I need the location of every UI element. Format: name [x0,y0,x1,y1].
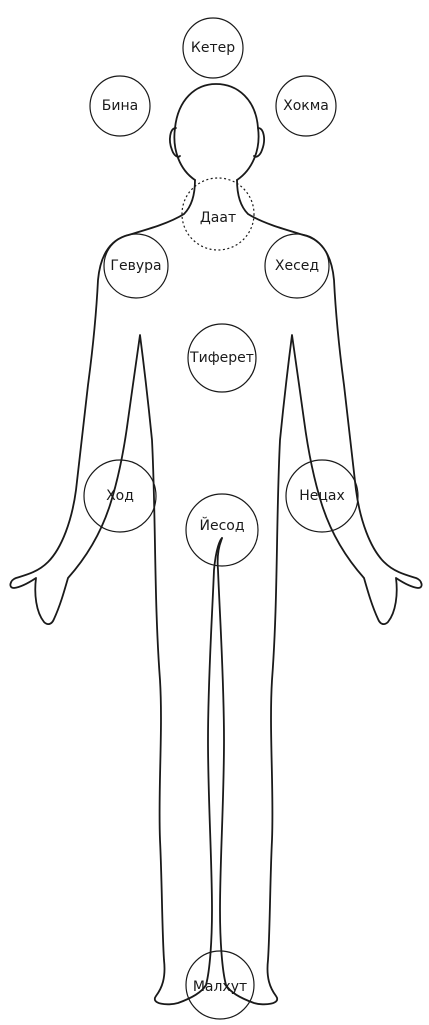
sephira-hokhmah: Хокма [276,76,336,136]
sephira-tiferet: Тиферет [188,324,256,392]
sephira-malkhut: Малхут [186,951,254,1019]
left-body-outline [10,180,222,1004]
right-body-outline [218,180,422,1004]
sephira-gevurah: Гевура [104,234,168,298]
sephira-label: Кетер [191,40,235,56]
sephira-hesed: Хесед [265,234,329,298]
sephira-label: Гевура [110,258,161,274]
sephira-label: Ход [106,488,134,504]
sephira-bina: Бина [90,76,150,136]
sephira-label: Хесед [275,258,319,274]
sephira-yesod: Йесод [186,494,258,566]
sephira-label: Йесод [199,516,244,534]
sephira-label: Нецах [299,488,345,504]
head-outline [174,84,258,180]
sephira-label: Тиферет [189,350,254,366]
sephira-netzach: Нецах [286,460,358,532]
sephira-keter: Кетер [183,18,243,78]
sephira-label: Малхут [193,979,247,995]
sephira-label: Бина [102,98,138,114]
sephira-label: Даат [200,210,236,226]
sephira-daat: Даат [182,178,254,250]
sephira-label: Хокма [283,98,329,114]
